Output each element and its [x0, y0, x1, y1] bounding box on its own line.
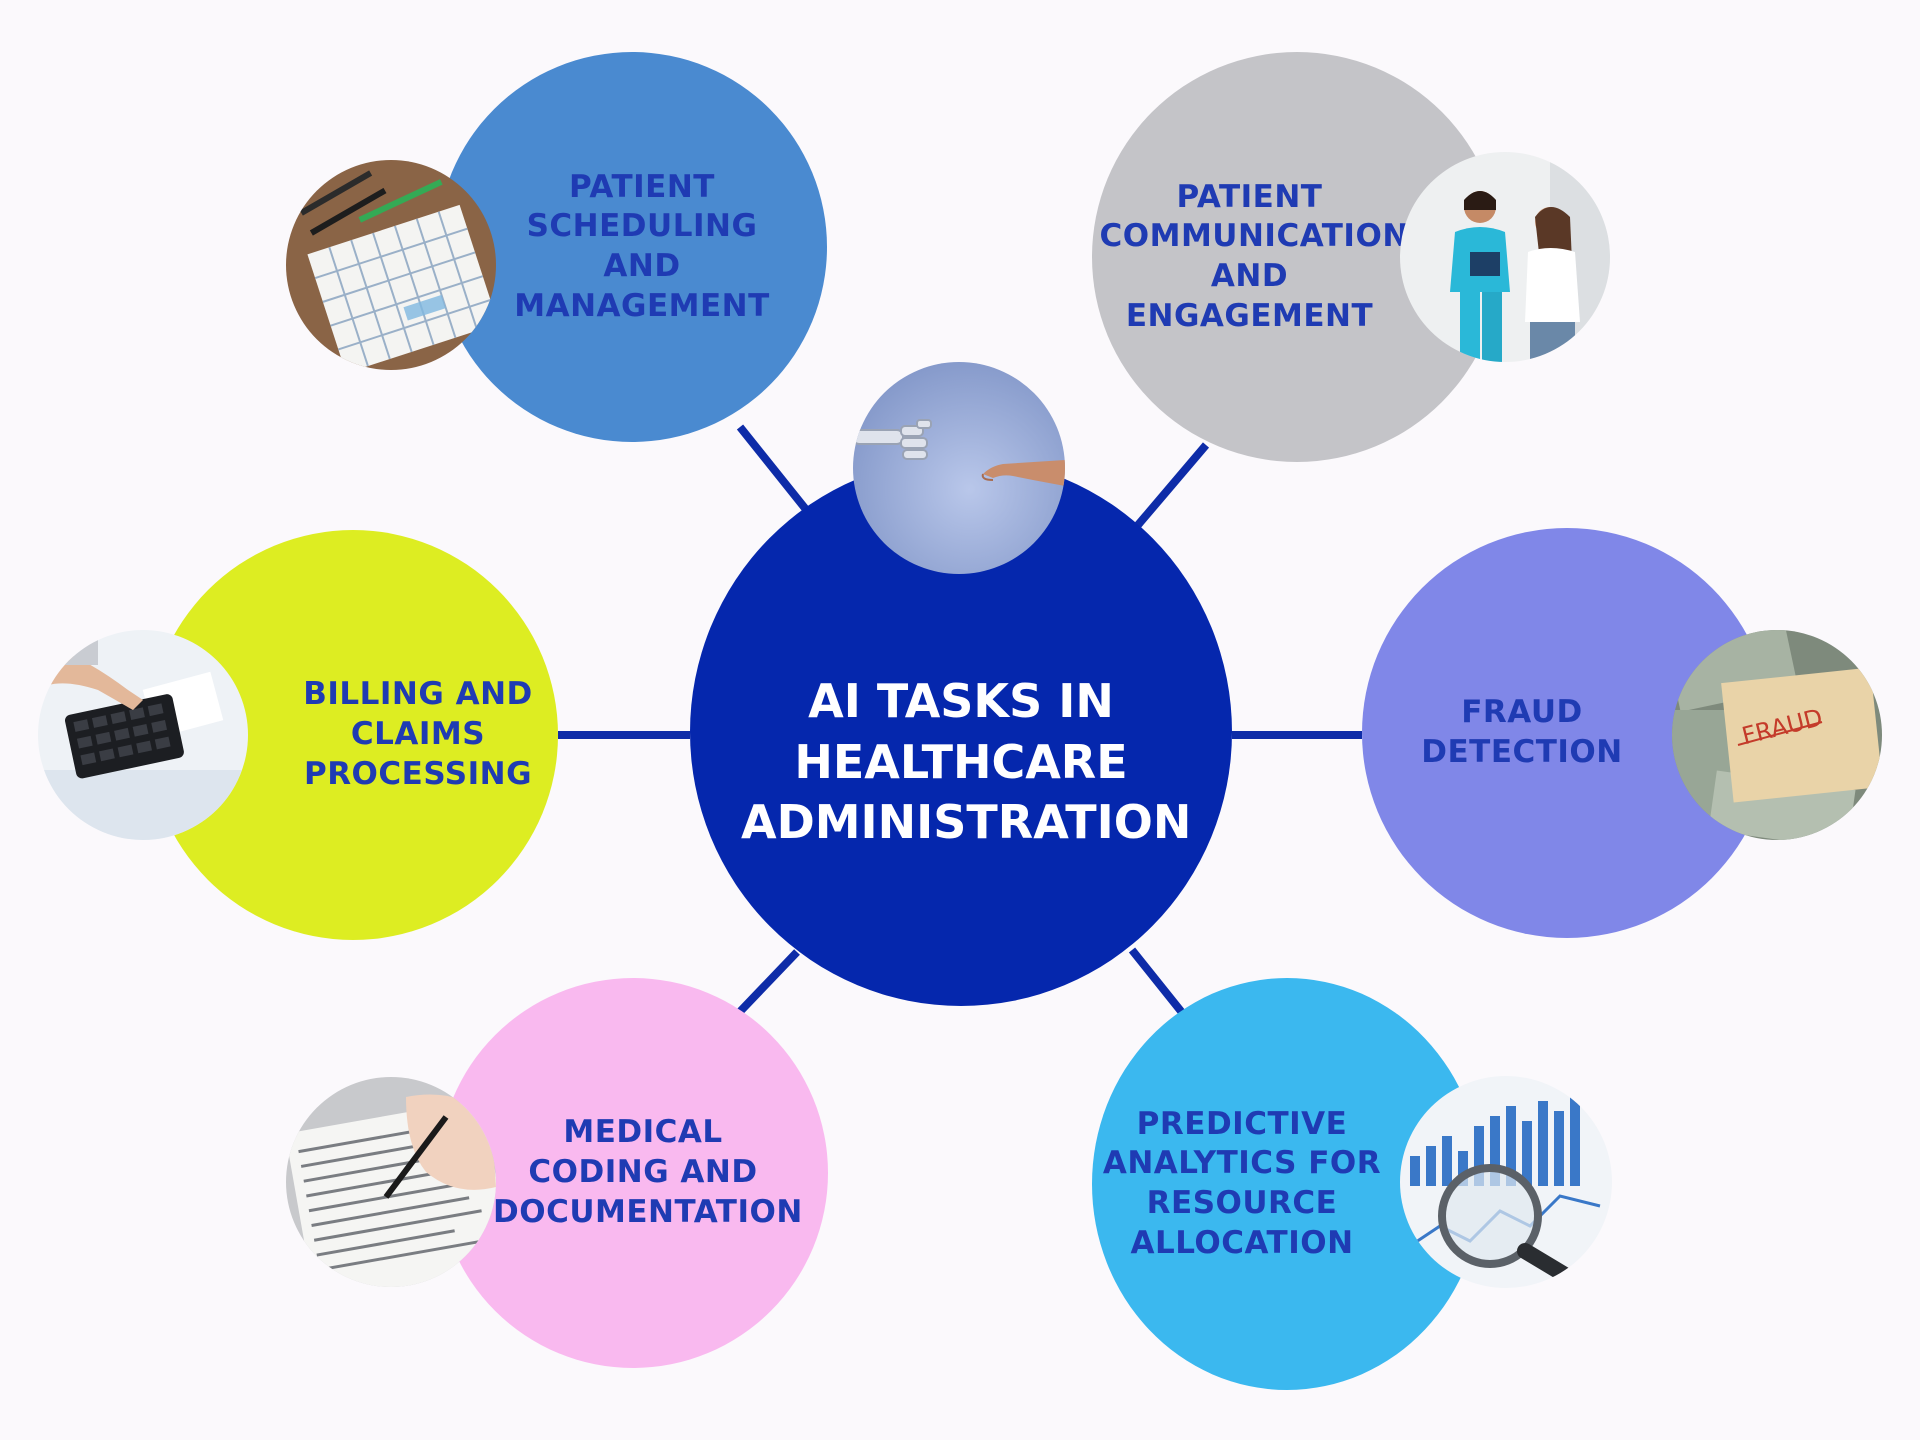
node-label-billing-claims: BILLING AND CLAIMS PROCESSING [303, 676, 533, 792]
fraud-envelope-icon: FRAUD [1672, 630, 1882, 840]
calculator-icon [38, 630, 248, 840]
connector-patient-communication [1134, 442, 1210, 528]
form-writing-icon [286, 1077, 496, 1287]
nurse-patient-icon [1400, 152, 1610, 362]
connector-medical-coding [729, 949, 800, 1023]
node-label-fraud-detection: FRAUD DETECTION [1421, 694, 1623, 770]
robot-human-hands-icon [853, 362, 1065, 574]
node-label-medical-coding: MEDICAL CODING AND DOCUMENTATION [493, 1114, 803, 1230]
node-label-predictive-analytics: PREDICTIVE ANALYTICS FOR RESOURCE ALLOCA… [1102, 1105, 1382, 1261]
node-patient-scheduling: PATIENT SCHEDULING AND MANAGEMENT [437, 52, 827, 442]
connector-predictive-analytics [1128, 947, 1188, 1018]
magnifier-chart-icon [1400, 1076, 1612, 1288]
node-medical-coding: MEDICAL CODING AND DOCUMENTATION [438, 978, 828, 1368]
calendar-planner-icon [286, 160, 496, 370]
node-label-patient-communication: PATIENT COMMUNICATION AND ENGAGEMENT [1099, 178, 1409, 334]
connector-patient-scheduling [736, 424, 812, 515]
center-node: AI TASKS IN HEALTHCARE ADMINISTRATION [690, 458, 1232, 1006]
center-title: AI TASKS IN HEALTHCARE ADMINISTRATION [741, 673, 1192, 850]
node-label-patient-scheduling: PATIENT SCHEDULING AND MANAGEMENT [514, 168, 770, 324]
